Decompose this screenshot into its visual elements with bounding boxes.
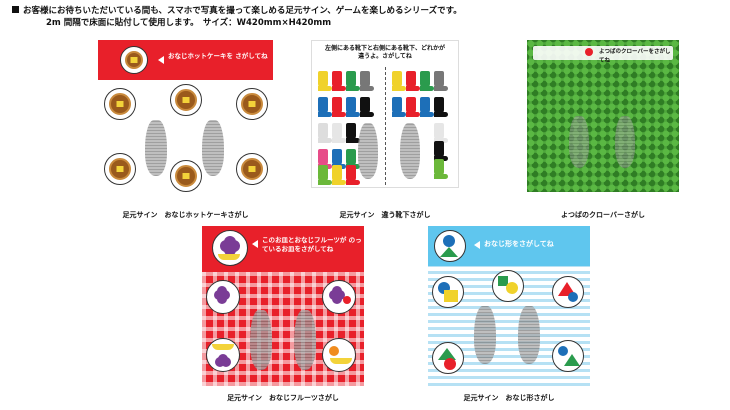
divider-dashed bbox=[385, 67, 386, 185]
footprint-right-icon bbox=[615, 116, 635, 168]
intro-text: お客様にお待ちいただいている間も、スマホで写真を撮って楽しめる足元サイン、ゲーム… bbox=[12, 5, 712, 29]
fruit-plate-icon bbox=[206, 280, 240, 314]
bullet-square-icon bbox=[12, 6, 19, 13]
footprint-left-icon bbox=[358, 123, 378, 179]
pancake-icon bbox=[241, 93, 263, 115]
clover-bubble: よつばのクローバーをさがしてね bbox=[599, 49, 671, 64]
footprint-left-icon bbox=[250, 310, 272, 370]
caption-socks: 足元サイン 違う靴下さがし bbox=[339, 211, 431, 219]
card-socks: 左側にある靴下と右側にある靴下、どれかが違うよ。さがしてね bbox=[311, 40, 459, 188]
intro-line-2: 2m 間隔で床面に貼付して使用します。 サイズ：W420mm×H420mm bbox=[46, 18, 332, 28]
card-pancake: おなじホットケーキを さがしてね bbox=[98, 40, 273, 202]
arrow-left-icon bbox=[158, 56, 164, 64]
pancake-icon bbox=[175, 89, 197, 111]
footprint-right-icon bbox=[400, 123, 420, 179]
arrow-left-icon bbox=[474, 241, 480, 249]
card-clover: よつばのクローバーをさがしてね bbox=[527, 40, 679, 192]
caption-pancake: 足元サイン おなじホットケーキさがし bbox=[122, 211, 249, 219]
pancake-icon bbox=[109, 158, 131, 180]
card-fruits: このお皿とおなじフルーツが のっているお皿をさがしてね bbox=[202, 226, 364, 386]
card-shapes: おなじ形をさがしてね bbox=[428, 226, 590, 386]
footprint-right-icon bbox=[294, 310, 316, 370]
socks-bubble: 左側にある靴下と右側にある靴下、どれかが違うよ。さがしてね bbox=[324, 45, 445, 60]
footprint-right-icon bbox=[202, 120, 224, 176]
footprint-left-icon bbox=[145, 120, 167, 176]
footprint-left-icon bbox=[474, 306, 496, 364]
pancake-icon bbox=[175, 165, 197, 187]
fruit-plate-icon bbox=[206, 338, 240, 372]
four-leaf-clover-icon bbox=[585, 48, 593, 56]
fruit-plate-icon bbox=[322, 280, 356, 314]
footprint-right-icon bbox=[518, 306, 540, 364]
pancake-icon bbox=[125, 51, 143, 69]
caption-fruits: 足元サイン おなじフルーツさがし bbox=[227, 394, 339, 402]
banana-icon bbox=[218, 254, 240, 260]
sock-icon bbox=[318, 71, 332, 91]
footprint-left-icon bbox=[569, 116, 589, 168]
pancake-icon bbox=[241, 158, 263, 180]
fruits-bubble: このお皿とおなじフルーツが のっているお皿をさがしてね bbox=[262, 236, 362, 253]
caption-clover: よつばのクローバーさがし bbox=[561, 211, 645, 219]
grapes-icon bbox=[224, 236, 236, 248]
clover-banner bbox=[533, 46, 673, 60]
pancake-icon bbox=[109, 93, 131, 115]
intro-line-1: お客様にお待ちいただいている間も、スマホで写真を撮って楽しめる足元サイン、ゲーム… bbox=[23, 6, 462, 16]
arrow-left-icon bbox=[252, 240, 258, 248]
caption-shapes: 足元サイン おなじ形さがし bbox=[463, 394, 555, 402]
shapes-bubble: おなじ形をさがしてね bbox=[484, 240, 554, 248]
fruit-plate-icon bbox=[322, 338, 356, 372]
pancake-bubble: おなじホットケーキを さがしてね bbox=[168, 52, 268, 60]
